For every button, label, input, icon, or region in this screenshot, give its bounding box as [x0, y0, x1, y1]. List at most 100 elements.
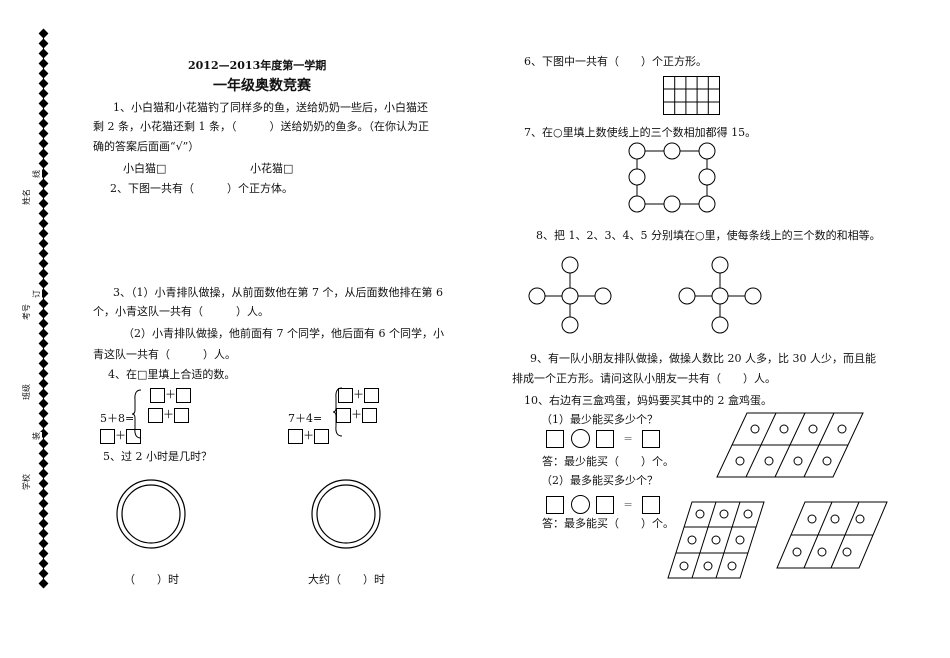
q4-right-row3: ＋	[288, 427, 329, 444]
answer-box[interactable]	[314, 428, 329, 444]
diamond-icon	[38, 558, 49, 569]
diamond-icon	[38, 498, 49, 509]
answer-box[interactable]	[362, 407, 377, 423]
q1-line3: 确的答案后面画“√”）	[93, 140, 200, 153]
q4-left-brace	[131, 389, 142, 439]
equals-sign: =	[623, 497, 633, 511]
egg-box-2	[667, 501, 765, 579]
line-char: 线	[31, 170, 42, 178]
diamond-icon	[38, 108, 49, 119]
q4-expr-right: 7＋4=	[288, 412, 323, 425]
answer-box[interactable]	[546, 495, 564, 514]
diamond-icon	[38, 208, 49, 219]
q4-left-row3: ＋	[100, 427, 141, 444]
diamond-icon	[38, 358, 49, 369]
q10-ans2: 答：最多能买（ ）个。	[542, 517, 674, 530]
diamond-icon	[38, 538, 49, 549]
diamond-icon	[38, 408, 49, 419]
diamond-icon	[38, 28, 49, 39]
plus-sign: ＋	[115, 429, 126, 442]
plus-sign: ＋	[351, 408, 362, 421]
diamond-icon	[38, 308, 49, 319]
diamond-icon	[38, 468, 49, 479]
diamond-icon	[38, 298, 49, 309]
q5-answer-right: 大约（ ）时	[308, 573, 385, 586]
q4-right-brace	[332, 387, 343, 437]
diamond-icon	[38, 478, 49, 489]
answer-box[interactable]	[176, 387, 191, 403]
diamond-icon	[38, 98, 49, 109]
operator-circle[interactable]	[570, 495, 590, 514]
egg-box-1	[716, 412, 864, 478]
egg-box-3	[776, 501, 888, 569]
term-title: 2012—2013年度第一学期	[188, 59, 327, 72]
plus-sign: ＋	[353, 388, 364, 401]
q4-left-row1: ＋	[150, 386, 191, 403]
diamond-icon	[38, 268, 49, 279]
seal-char: 装	[31, 432, 42, 440]
q1-option-b[interactable]: 小花猫□	[250, 162, 294, 175]
diamond-icon	[38, 48, 49, 59]
diamond-icon	[38, 368, 49, 379]
page-title: 一年级奥数竞赛	[213, 78, 311, 94]
diamond-icon	[38, 488, 49, 499]
operator-circle[interactable]	[570, 429, 590, 448]
diamond-icon	[38, 138, 49, 149]
diamond-icon	[38, 458, 49, 469]
diamond-icon	[38, 398, 49, 409]
diamond-icon	[38, 348, 49, 359]
diamond-icon	[38, 518, 49, 529]
q7-circle-square	[628, 142, 716, 213]
answer-box[interactable]	[364, 387, 379, 403]
answer-box[interactable]	[148, 407, 163, 423]
q1-line2: 剩 2 条，小花猫还剩 1 条，（ ）送给奶奶的鱼多。（在你认为正	[93, 120, 429, 133]
diamond-icon	[38, 328, 49, 339]
id-label: 考号	[22, 304, 31, 320]
diamond-icon	[38, 338, 49, 349]
plus-sign: ＋	[303, 429, 314, 442]
diamond-icon	[38, 438, 49, 449]
diamond-icon	[38, 228, 49, 239]
answer-box[interactable]	[288, 428, 303, 444]
diamond-icon	[38, 508, 49, 519]
q10-ans1: 答：最少能买（ ）个。	[542, 455, 674, 468]
q3-part1-line1: 3、（1）小青排队做操，从前面数他在第 7 个，从后面数他排在第 6	[113, 286, 443, 299]
diamond-icon	[38, 388, 49, 399]
answer-box[interactable]	[546, 429, 564, 448]
diamond-icon	[38, 198, 49, 209]
answer-box[interactable]	[336, 407, 351, 423]
diamond-icon	[38, 578, 49, 589]
clock-right-icon	[311, 479, 381, 549]
diamond-icon	[38, 78, 49, 89]
diamond-icon	[38, 58, 49, 69]
q8-cross-right	[678, 256, 762, 334]
q1-option-a[interactable]: 小白猫□	[123, 162, 167, 175]
diamond-icon	[38, 188, 49, 199]
bind-char: 订	[31, 290, 42, 298]
answer-box[interactable]	[174, 407, 189, 423]
diamond-icon	[38, 128, 49, 139]
diamond-icon	[38, 148, 49, 159]
q10-expr1: =	[546, 429, 661, 448]
diamond-border	[38, 28, 50, 589]
answer-box[interactable]	[126, 428, 141, 444]
answer-box[interactable]	[596, 429, 614, 448]
diamond-icon	[38, 158, 49, 169]
answer-box[interactable]	[100, 428, 115, 444]
diamond-icon	[38, 378, 49, 389]
answer-box[interactable]	[150, 387, 165, 403]
q10-sub2: （2）最多能买多少个？	[541, 474, 658, 487]
answer-box[interactable]	[596, 495, 614, 514]
clock-left-icon	[116, 479, 186, 549]
answer-box[interactable]	[642, 429, 661, 448]
q3-part2-line1: （2）小青排队做操，他前面有 7 个同学，他后面有 6 个同学，小	[123, 327, 444, 340]
q4-expr-left: 5＋8=	[100, 412, 135, 425]
class-label: 班级	[22, 384, 31, 400]
q10-expr2: =	[546, 495, 661, 514]
equals-sign: =	[623, 431, 633, 445]
answer-box[interactable]	[338, 387, 353, 403]
q10-text: 10、右边有三盒鸡蛋，妈妈要买其中的 2 盒鸡蛋。	[524, 394, 772, 407]
q2-text: 2、下图一共有（ ）个正方体。	[110, 182, 293, 195]
binding-line	[43, 36, 44, 581]
answer-box[interactable]	[642, 495, 661, 514]
